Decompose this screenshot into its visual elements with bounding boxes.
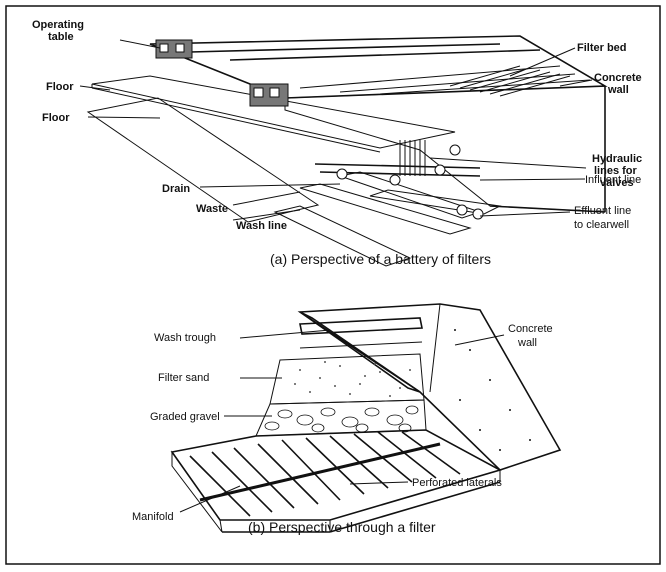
label-hydraulic-lines: Hydraulic lines for valves [592,153,645,189]
hydraulic-lines [399,140,426,176]
label-waste: Waste [196,203,228,215]
label-concrete-wall-a: Concrete wall [594,72,645,96]
figure-a-illustration [86,35,608,267]
label-effluent-line: Effluent line to clearwell [574,205,634,231]
label-concrete-wall-b-line-2: wall [517,337,537,349]
label-concrete-wall-b: Concrete wall [508,323,556,349]
sand-speckle [294,361,411,397]
label-concrete-wall-a-line-1: Concrete [594,72,642,84]
label-floor-lower: Floor [42,112,70,124]
caption-b: (b) Perspective through a filter [248,519,436,535]
filter-bed-hatch [449,65,571,97]
label-filter-sand: Filter sand [158,372,209,384]
label-drain: Drain [162,183,190,195]
gravel-stones [264,405,419,433]
label-hydraulic-line-2: lines for [594,165,638,177]
label-influent-line: Influent line [585,174,641,186]
manifold-pipe [199,442,441,502]
label-perforated-laterals: Perforated laterals [412,477,502,489]
label-concrete-wall-b-line-1: Concrete [508,323,553,335]
pipes [273,144,502,267]
label-wash-trough: Wash trough [154,332,216,344]
caption-a: (a) Perspective of a battery of filters [270,251,491,267]
label-operating-table-line-2: table [48,31,74,43]
label-operating-table-line-1: Operating [32,19,84,31]
label-manifold: Manifold [132,511,174,523]
figure-b-illustration [170,303,562,533]
leaders-b [179,329,505,513]
outer-border [5,5,661,565]
laterals [189,431,461,517]
label-operating-table: Operating table [32,19,87,43]
label-concrete-wall-a-line-2: wall [607,84,629,96]
label-hydraulic-line-1: Hydraulic [592,153,642,165]
label-hydraulic-line-3: valves [600,177,634,189]
label-filter-bed: Filter bed [577,42,627,54]
label-floor-upper: Floor [46,81,74,93]
label-effluent-line-2: to clearwell [574,219,629,231]
leaders-a [79,39,593,221]
label-graded-gravel: Graded gravel [150,411,220,423]
label-effluent-line-1: Effluent line [574,205,631,217]
label-wash-line: Wash line [236,220,287,232]
